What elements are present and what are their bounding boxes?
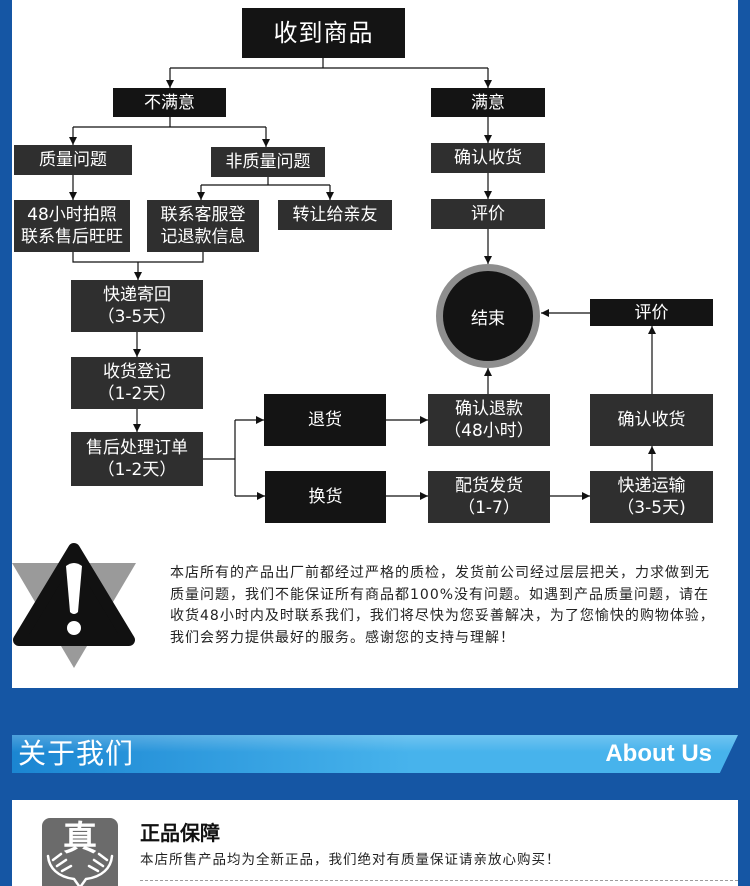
node-contact-service: 联系客服登 记退款信息: [147, 200, 259, 252]
connector-line: [72, 252, 204, 263]
node-label-line: 联系售后旺旺: [21, 227, 123, 247]
node-label-line: （1-2天）: [97, 384, 177, 404]
node-exchange-goods: 换货: [265, 471, 386, 523]
node-label-line: 联系客服登: [160, 205, 246, 225]
node-return-goods: 退货: [264, 394, 386, 446]
node-ship-replacement: 配货发货 （1-7）: [428, 471, 550, 523]
node-label-line: （1-2天）: [97, 460, 177, 480]
node-end: 结束: [436, 264, 540, 368]
about-us-banner: [12, 735, 738, 773]
node-exchange-confirm-receipt: 确认收货: [590, 394, 713, 446]
hands-icon: [46, 852, 114, 886]
node-exchange-review: 评价: [590, 299, 713, 326]
genuine-char: 真: [63, 819, 97, 859]
node-label: 退货: [308, 410, 342, 430]
flow-connectors: [69, 58, 656, 500]
node-label-line: 48小时拍照: [27, 205, 117, 225]
node-label: 质量问题: [39, 150, 107, 170]
node-label: 满意: [471, 92, 505, 113]
notice-line: 我们会努力提供最好的服务。感谢您的支持与理解！: [170, 629, 515, 646]
node-label: 评价: [634, 302, 669, 323]
warning-icon: [12, 543, 136, 668]
node-label: 收到商品: [273, 19, 374, 47]
node-label: 结束: [471, 308, 505, 329]
node-label-line: 收货登记: [103, 362, 171, 382]
node-express-transport: 快递运输 （3-5天): [590, 471, 713, 523]
notice-paragraph: 本店所有的产品出厂前都经过严格的质检，发货前公司经过层层把关，力求做到无 质量问…: [170, 563, 730, 649]
node-transfer-to-friends: 转让给亲友: [278, 200, 392, 230]
node-label-line: （3-5天）: [97, 307, 177, 327]
node-label-line: （1-7）: [458, 498, 520, 518]
node-photo-contact: 48小时拍照 联系售后旺旺: [14, 200, 130, 252]
guarantee-title: 正品保障: [140, 821, 220, 845]
node-express-return: 快递寄回 （3-5天）: [71, 280, 203, 332]
node-label-line: （3-5天): [617, 498, 686, 518]
node-label-line: 快递寄回: [103, 285, 171, 305]
node-quality-issue: 质量问题: [14, 145, 132, 175]
node-receipt-registration: 收货登记 （1-2天）: [71, 357, 203, 409]
dashed-divider: [140, 880, 738, 881]
node-label: 转让给亲友: [292, 205, 378, 225]
node-label: 确认收货: [617, 410, 686, 430]
node-label: 换货: [308, 487, 343, 507]
genuine-hands-icon: 真: [42, 818, 118, 886]
node-satisfied-review: 评价: [431, 199, 545, 229]
about-us-title-en: About Us: [605, 740, 712, 767]
exclamation-dot: [67, 621, 81, 635]
guarantee-panel: [12, 800, 738, 886]
node-confirm-refund: 确认退款 （48小时）: [428, 394, 550, 446]
node-label: 不满意: [144, 92, 195, 113]
node-label-line: （48小时）: [444, 421, 534, 441]
node-label: 评价: [471, 204, 505, 224]
node-label-line: 配货发货: [455, 476, 523, 496]
node-label-line: 确认退款: [455, 399, 523, 419]
node-non-quality-issue: 非质量问题: [211, 147, 325, 177]
node-satisfied: 满意: [431, 88, 545, 117]
node-label: 确认收货: [454, 148, 522, 168]
exclamation-bar: [66, 563, 82, 614]
node-label: 非质量问题: [225, 152, 311, 172]
node-after-sale-processing: 售后处理订单 （1-2天）: [71, 432, 203, 486]
node-satisfied-confirm-receipt: 确认收货: [431, 143, 545, 173]
node-unsatisfied: 不满意: [113, 88, 226, 117]
node-label-line: 记退款信息: [160, 227, 246, 247]
notice-line: 本店所有的产品出厂前都经过严格的质检，发货前公司经过层层把关，力求做到无: [170, 565, 710, 581]
guarantee-text: 本店所售产品均为全新正品，我们绝对有质量保证请亲放心购买！: [140, 852, 561, 868]
notice-line: 质量问题，我们不能保证所有商品都100%没有问题。如遇到产品质量问题，请在: [170, 586, 710, 603]
notice-line: 收货48小时内及时联系我们，我们将尽快为您妥善解决，为了您愉快的购物体验，: [170, 608, 715, 624]
about-us-title-cn: 关于我们: [18, 737, 135, 770]
node-label-line: 售后处理订单: [86, 438, 188, 458]
node-label-line: 快递运输: [617, 476, 686, 496]
node-received-goods: 收到商品: [242, 8, 405, 58]
